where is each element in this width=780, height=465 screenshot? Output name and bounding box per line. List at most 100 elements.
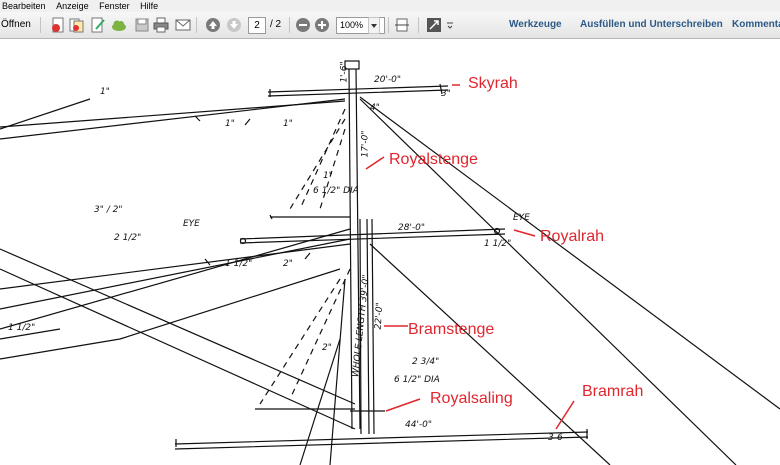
- menu-fenster[interactable]: Fenster: [99, 1, 130, 11]
- open-button[interactable]: Öffnen: [1, 19, 31, 30]
- create-pdf-icon[interactable]: [50, 17, 66, 33]
- toolbar-separator: [388, 17, 389, 33]
- fill-sign-button[interactable]: Ausfüllen und Unterschreiben: [580, 19, 723, 30]
- zoom-in-icon[interactable]: [314, 17, 330, 33]
- dim-2-half: 2 1/2": [114, 233, 142, 243]
- label-pointer: [513, 229, 536, 237]
- label-bramrah: Bramrah: [582, 383, 644, 400]
- rope-line: [0, 328, 61, 340]
- stay-line: [0, 248, 356, 405]
- toolbar-separator: [40, 17, 41, 33]
- edit-document-icon[interactable]: [90, 17, 106, 33]
- sky-diameter: 4": [370, 103, 380, 113]
- yard-eye: [493, 227, 501, 235]
- page-total: / 2: [270, 19, 282, 30]
- chevron-down-icon[interactable]: [368, 17, 380, 34]
- topmast-line: [348, 68, 353, 430]
- yard-eye: [239, 237, 247, 245]
- royal-yard-length: 28'-0": [398, 223, 426, 233]
- eye-right: EYE: [513, 213, 530, 223]
- label-royalrah: Royalrah: [540, 228, 605, 245]
- toolbar-options-icon[interactable]: [446, 17, 454, 33]
- royal-saling: [255, 408, 385, 412]
- cloud-share-icon[interactable]: [111, 17, 127, 33]
- stay-line: [359, 98, 737, 465]
- next-page-icon[interactable]: [226, 17, 242, 33]
- comment-button[interactable]: Kommenta: [732, 19, 780, 30]
- dashed-brace: [319, 128, 346, 210]
- royal-mast-length: 17'-0": [360, 130, 371, 158]
- crosstree: [269, 214, 350, 220]
- combine-files-icon[interactable]: [68, 17, 84, 33]
- dashed-brace: [289, 108, 346, 210]
- full-screen-icon[interactable]: [426, 17, 442, 33]
- document-view[interactable]: Skyrah Royalstenge Royalrah Bramstenge R…: [0, 39, 780, 465]
- sky-yard-length: 20'-0": [374, 75, 402, 85]
- dim-3-2: 3" / 2": [94, 205, 123, 215]
- label-pointer: [365, 156, 385, 170]
- stay-line: [0, 228, 351, 330]
- dim-2-b: 2": [322, 343, 332, 353]
- yard-end: [175, 429, 588, 447]
- dim-6-half-dia: 6 1/2" DIA: [313, 186, 359, 196]
- fit-page-icon[interactable]: [394, 17, 410, 33]
- rope-line: [0, 98, 91, 130]
- label-bramstenge: Bramstenge: [408, 321, 495, 338]
- email-icon[interactable]: [175, 17, 191, 33]
- menu-bar: Bearbeiten Anzeige Fenster Hilfe: [0, 0, 780, 12]
- stay-line: [329, 278, 346, 465]
- bram-dim: 3-6: [548, 433, 563, 443]
- topmast-line: [355, 68, 361, 430]
- sky-yard: [267, 85, 449, 97]
- stay-line: [0, 100, 346, 128]
- bram-yard: [174, 431, 589, 450]
- royal-dim: 1 1/2": [484, 239, 512, 249]
- label-royalstenge: Royalstenge: [389, 151, 478, 168]
- sky-mast-length: 1'-6": [339, 61, 350, 83]
- label-pointer: [555, 400, 575, 430]
- dim-6-dia-lower: 6 1/2" DIA: [394, 375, 440, 385]
- toolbar-separator: [289, 17, 290, 33]
- stay-line: [369, 243, 611, 465]
- toolbar-separator: [196, 17, 197, 33]
- mast-line: [371, 218, 375, 435]
- label-skyrah: Skyrah: [468, 75, 518, 92]
- print-icon[interactable]: [153, 17, 169, 33]
- menu-bearbeiten[interactable]: Bearbeiten: [2, 1, 46, 11]
- sky-dim: 3": [441, 89, 451, 99]
- stay-line: [0, 268, 356, 430]
- rigging-drawing: [0, 60, 780, 465]
- stay-line: [0, 238, 351, 310]
- dim-2-3q: 2 3/4": [412, 357, 440, 367]
- stay-line: [359, 96, 780, 410]
- menu-hilfe[interactable]: Hilfe: [140, 1, 159, 11]
- save-icon[interactable]: [134, 17, 150, 33]
- dim-1-d: 1": [323, 171, 333, 181]
- stay-line: [0, 243, 351, 290]
- tools-button[interactable]: Werkzeuge: [509, 19, 562, 30]
- dim-1-half: 1 1/2": [225, 259, 253, 269]
- rope-line: [0, 268, 341, 360]
- dim-1-c: 1": [283, 119, 293, 129]
- mast-truck: [344, 60, 360, 70]
- dim-1-b: 1": [225, 119, 235, 129]
- dim-tick: [204, 252, 311, 266]
- dim-1-half-left: 1 1/2": [8, 323, 36, 333]
- dim-2: 2": [283, 259, 293, 269]
- stay-line: [299, 338, 341, 465]
- page-number-input[interactable]: 2: [248, 17, 266, 34]
- label-royalsaling: Royalsaling: [430, 390, 513, 407]
- dim-tick: [194, 115, 251, 126]
- mast-line: [359, 218, 362, 435]
- dim-1-a: 1": [100, 87, 110, 97]
- bram-length: 22'-0": [373, 302, 386, 330]
- dashed-brace: [259, 268, 351, 405]
- eye-left: EYE: [183, 219, 200, 229]
- mast-line: [366, 218, 370, 435]
- bram-yard-length: 44'-0": [405, 420, 433, 430]
- royal-yard: [239, 228, 506, 244]
- zoom-out-icon[interactable]: [295, 17, 311, 33]
- previous-page-icon[interactable]: [205, 17, 221, 33]
- menu-anzeige[interactable]: Anzeige: [56, 1, 89, 11]
- yard-end: [269, 83, 443, 97]
